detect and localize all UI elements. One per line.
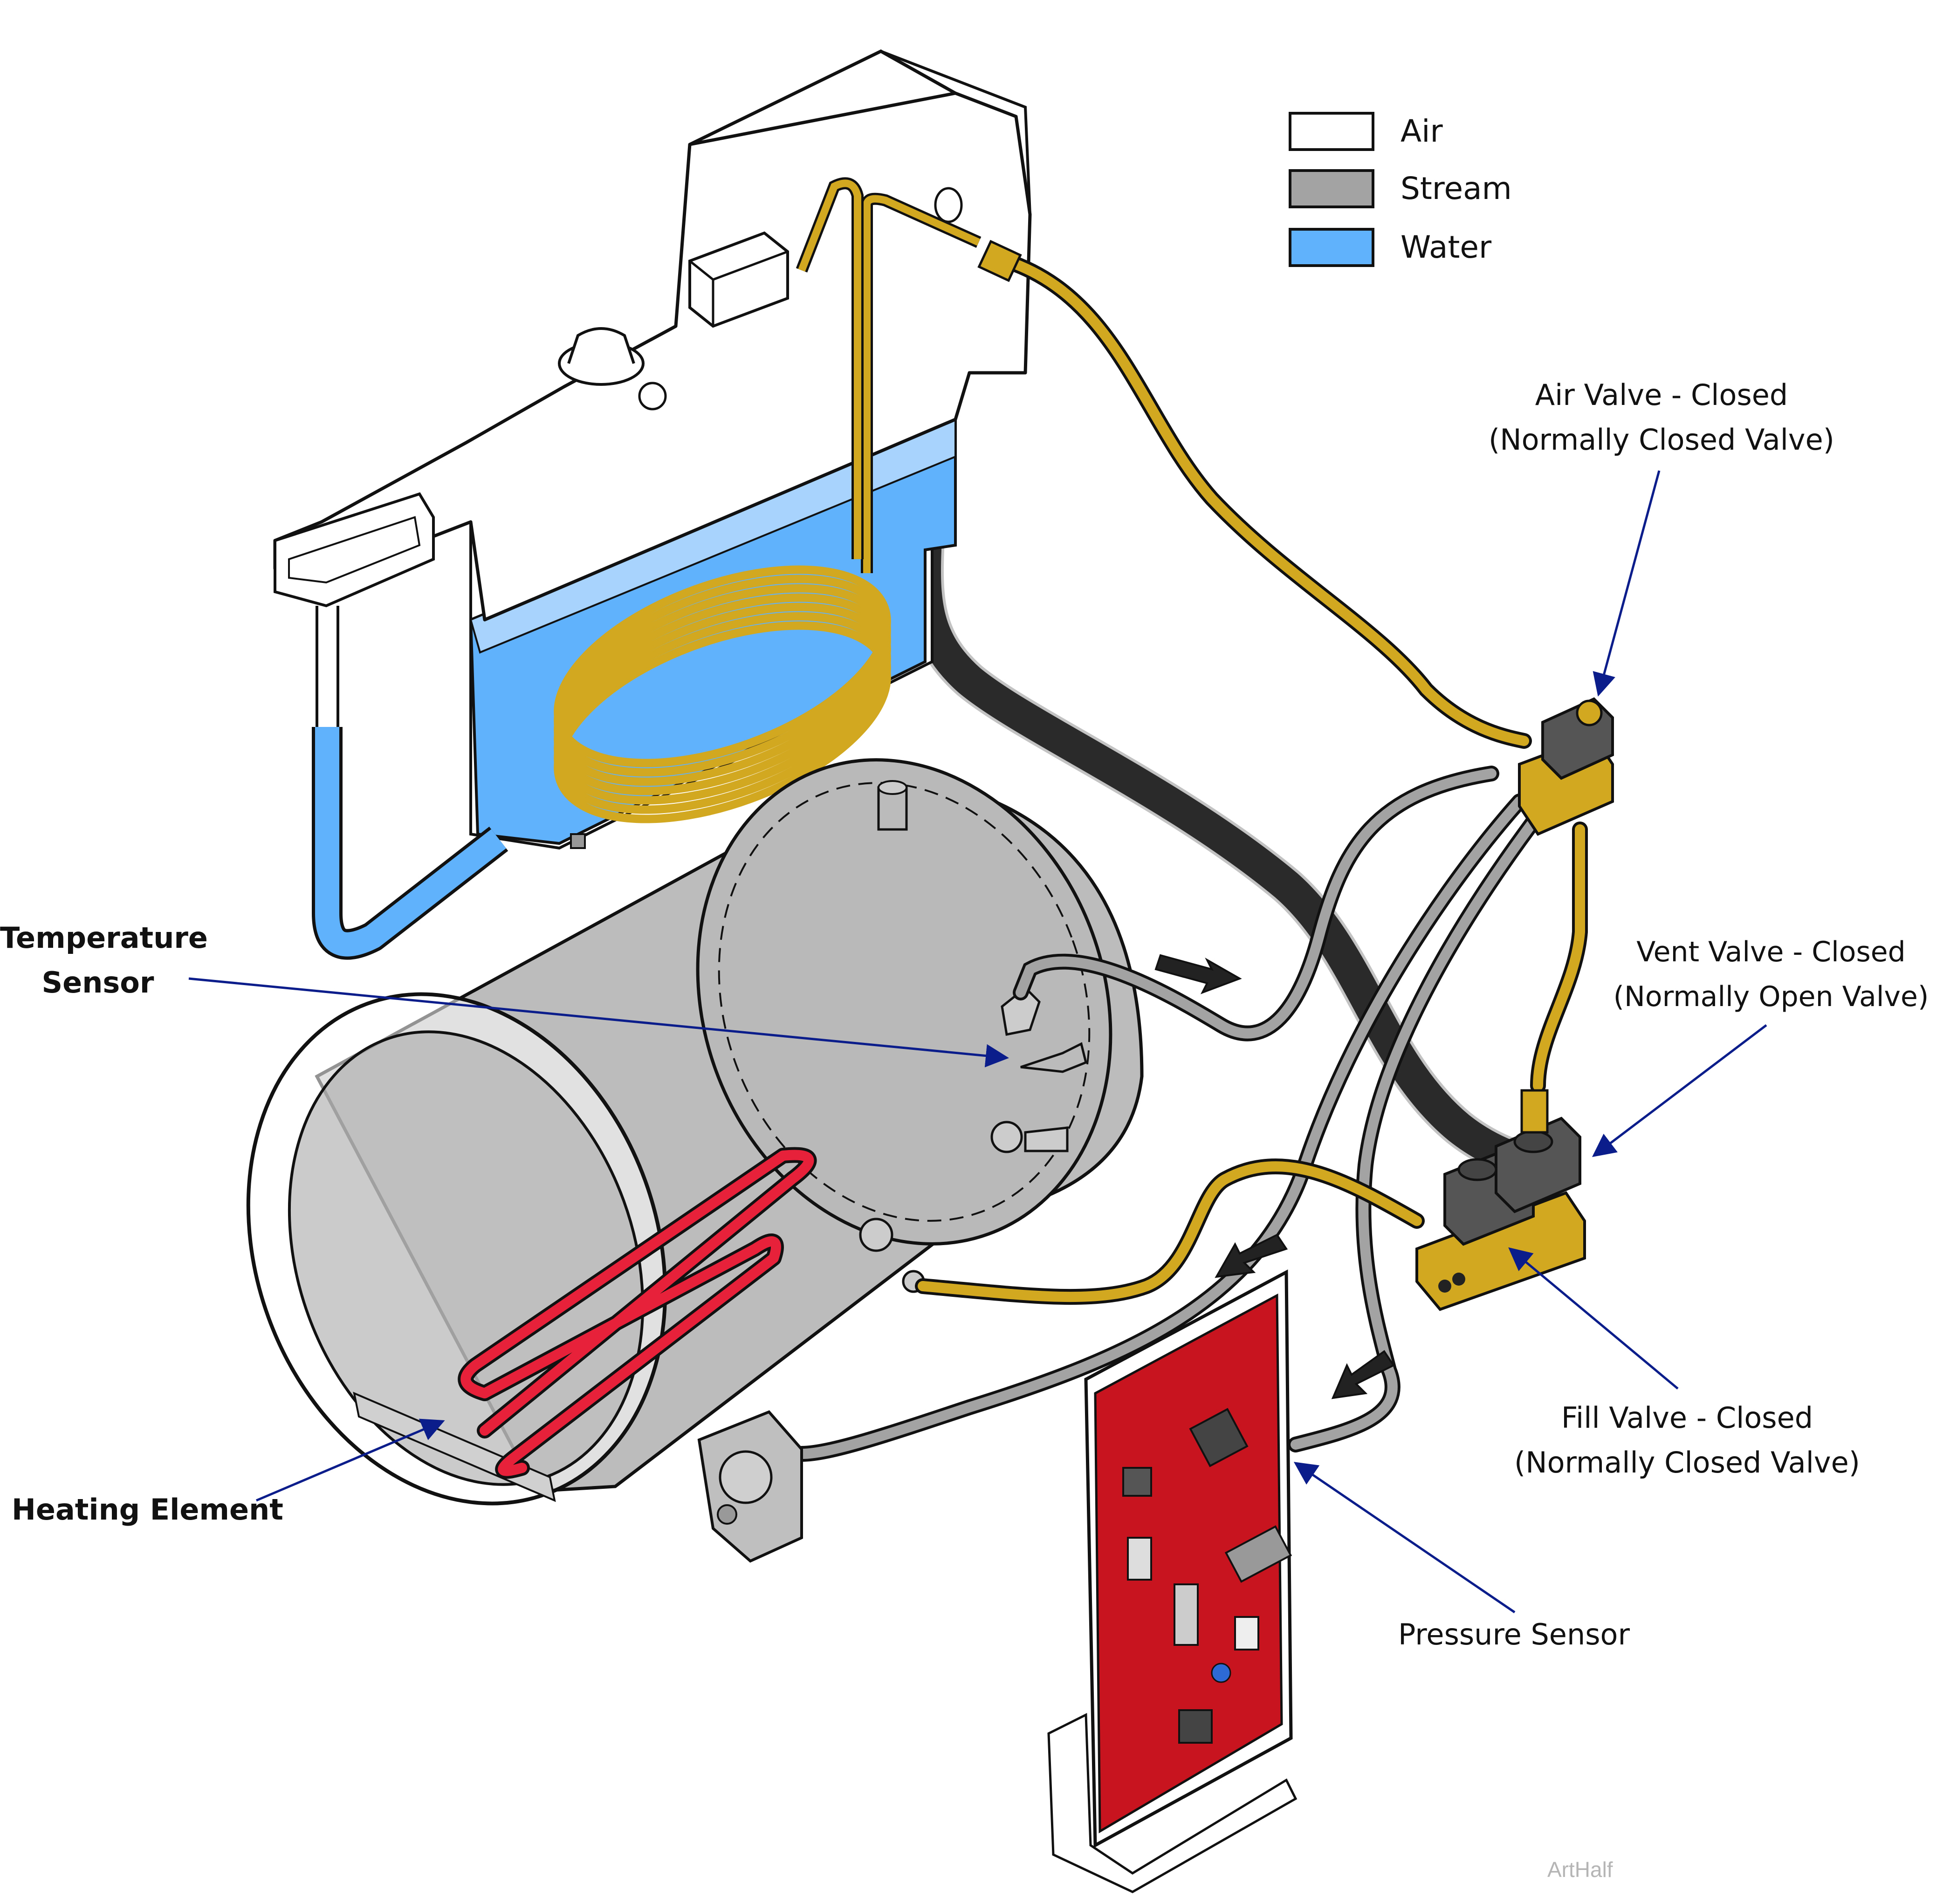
pressure-sensor-body	[697, 1410, 803, 1563]
leader-lines	[188, 470, 1767, 1614]
vent-valve-title: Vent Valve - Closed	[1636, 936, 1906, 968]
temperature-sensor-line1: Temperature	[0, 921, 208, 955]
pressure-sensor-label: Pressure Sensor	[1398, 1617, 1630, 1651]
air-line	[999, 253, 1532, 749]
legend-label-air: Air	[1401, 113, 1443, 149]
legend-label-stream: Stream	[1401, 171, 1512, 206]
flow-arrow-steam-out	[1154, 954, 1242, 994]
vent-valve-subtitle: (Normally Open Valve)	[1613, 980, 1929, 1013]
heating-element-label: Heating Element	[12, 1493, 283, 1527]
vent-valve-label: Vent Valve - Closed (Normally Open Valve…	[1599, 930, 1943, 1019]
temperature-sensor-line2: Sensor	[41, 966, 154, 1000]
heating-element	[458, 1147, 817, 1479]
air-valve-title: Air Valve - Closed	[1535, 378, 1788, 412]
fill-valve-title: Fill Valve - Closed	[1561, 1401, 1813, 1435]
fill-valve-subtitle: (Normally Closed Valve)	[1514, 1445, 1860, 1479]
legend-label-water: Water	[1401, 229, 1492, 265]
fill-valve-label: Fill Valve - Closed (Normally Closed Val…	[1491, 1396, 1883, 1485]
watermark: ArtHalf	[1547, 1857, 1613, 1882]
legend-swatch-air	[1289, 112, 1374, 151]
air-valve	[1518, 697, 1614, 836]
legend-swatch-stream	[1289, 169, 1374, 208]
flow-arrow-pressure	[1331, 1350, 1395, 1399]
vent-fill-valve-block	[1415, 1089, 1586, 1311]
temperature-sensor-label: Temperature Sensor	[0, 916, 208, 1005]
drain-hose	[908, 534, 1536, 1177]
water-reservoir	[273, 49, 1032, 850]
copper-coil	[554, 565, 891, 823]
legend-swatch-water	[1289, 228, 1374, 267]
control-board	[1047, 1269, 1298, 1893]
air-valve-label: Air Valve - Closed (Normally Closed Valv…	[1468, 373, 1855, 462]
air-valve-subtitle: (Normally Closed Valve)	[1489, 423, 1834, 457]
